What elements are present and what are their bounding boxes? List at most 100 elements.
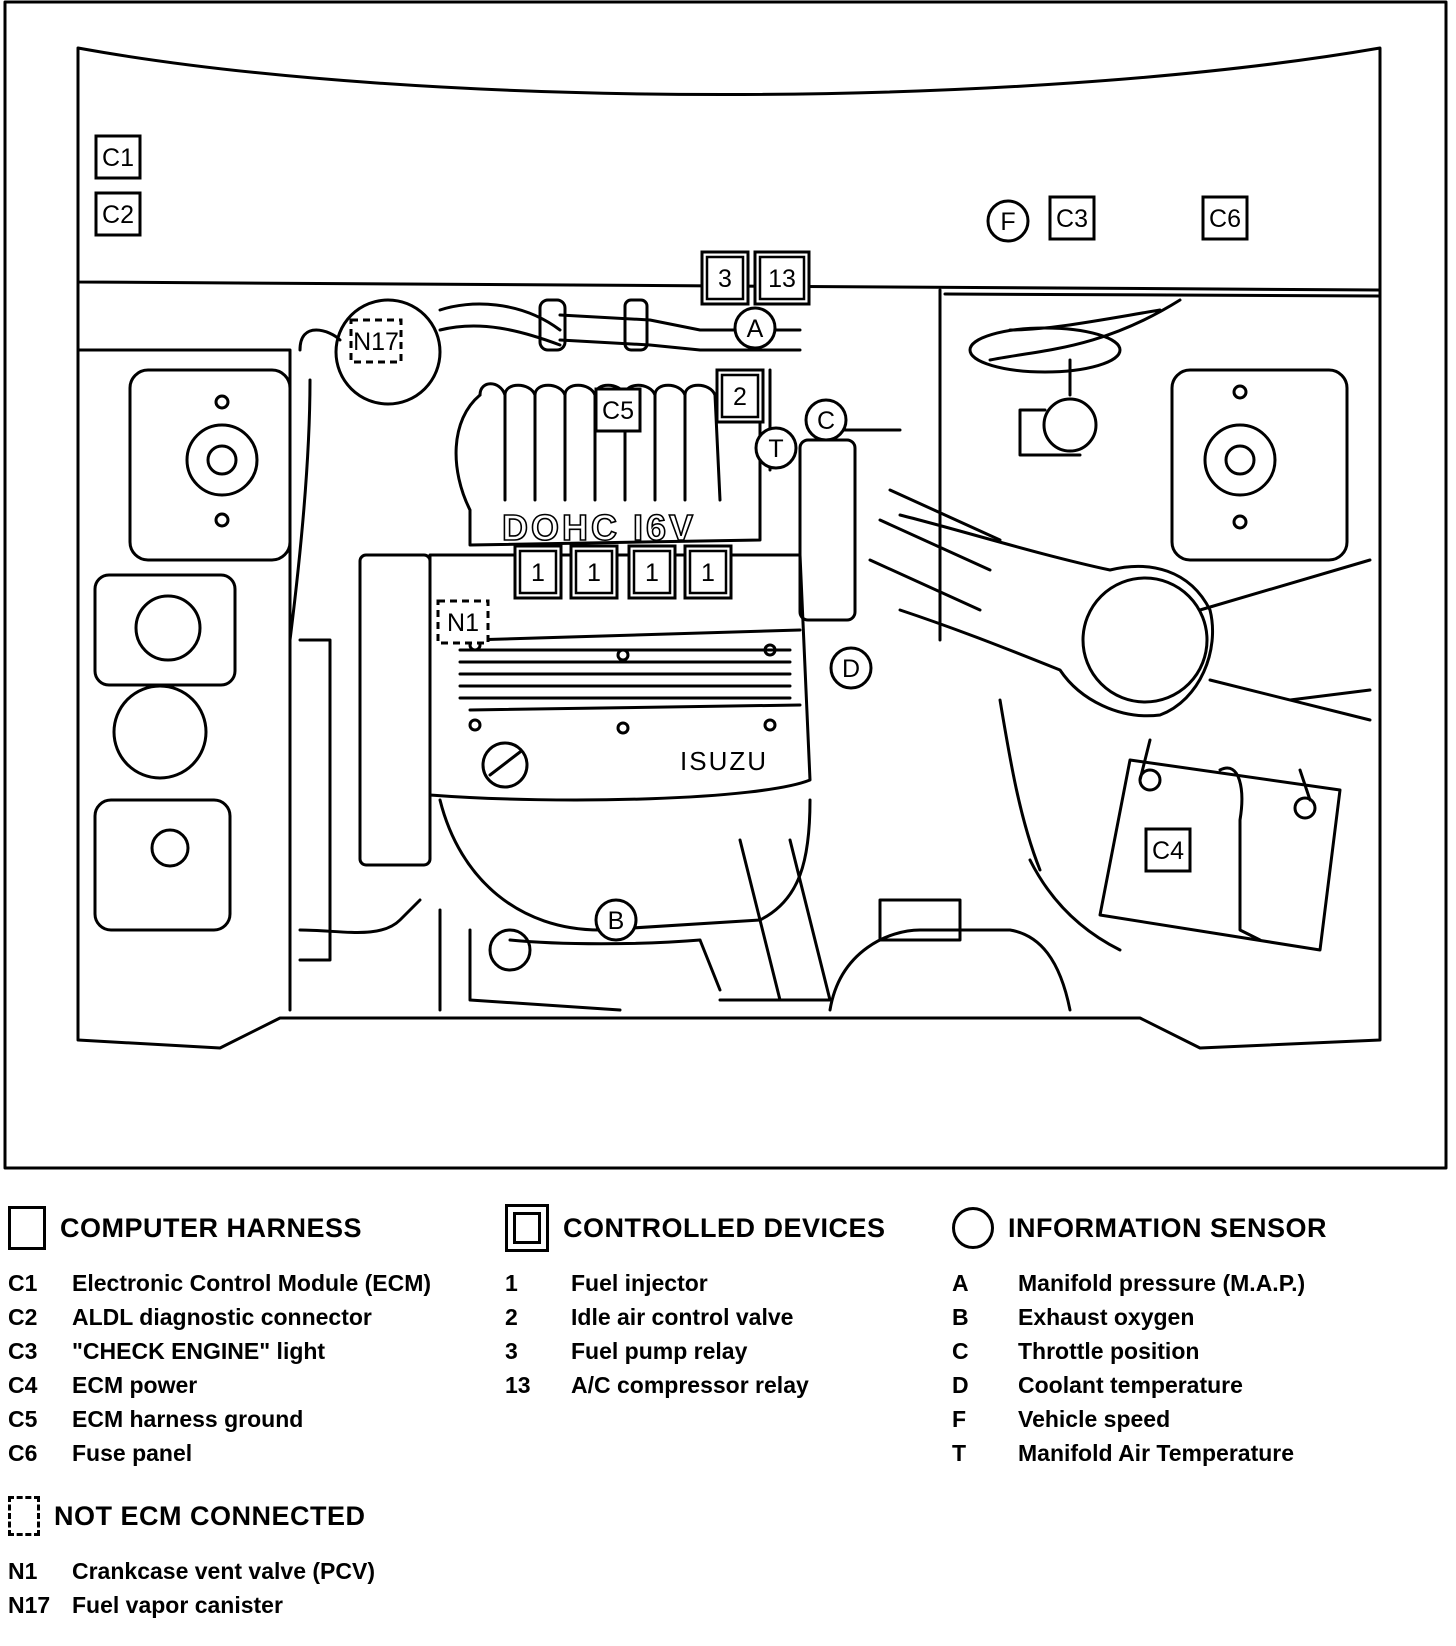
callout-n1: N1 <box>436 599 490 645</box>
legend-title: CONTROLLED DEVICES <box>563 1212 886 1243</box>
legend-label: "CHECK ENGINE" light <box>72 1337 326 1364</box>
legend-label: Fuel pump relay <box>571 1337 748 1364</box>
legend-code: N17 <box>8 1591 51 1618</box>
hood-outline <box>76 46 1382 292</box>
legend-label: Exhaust oxygen <box>1018 1303 1195 1330</box>
legend-item: 2 Idle air control valve <box>505 1300 886 1334</box>
left-strut-tower <box>128 368 292 562</box>
legend-label: Coolant temperature <box>1018 1371 1243 1398</box>
legend-label: Manifold pressure (M.A.P.) <box>1018 1269 1306 1296</box>
dashed-box-icon <box>8 1496 40 1536</box>
legend-code: T <box>952 1439 967 1466</box>
legend-item: N17 Fuel vapor canister <box>8 1588 431 1622</box>
legend-title: INFORMATION SENSOR <box>1008 1212 1327 1243</box>
legend-item: C3"CHECK ENGINE" light <box>8 1334 431 1368</box>
legend-code: 1 <box>505 1269 518 1296</box>
engine-cover-text: DOHC I6V <box>502 507 696 548</box>
cam-cover <box>428 553 812 802</box>
callout-label: T <box>768 435 783 463</box>
right-strut-tower <box>1170 368 1349 562</box>
callout-1: 1 <box>627 544 677 600</box>
legend-code: N1 <box>8 1557 38 1584</box>
legend-label: ECM harness ground <box>72 1405 304 1432</box>
legend-item: C6 Fuse panel <box>8 1436 431 1470</box>
legend-computer-harness: COMPUTER HARNESS C1 Electronic Control Mo… <box>8 1200 431 1622</box>
legend-label: Fuse panel <box>72 1439 193 1466</box>
legend-code: 13 <box>505 1371 531 1398</box>
callout-label: N17 <box>353 328 399 356</box>
legend-label: Vehicle speed <box>1018 1405 1171 1432</box>
callout-label: 13 <box>768 265 796 293</box>
callout-1: 1 <box>569 544 619 600</box>
callout-label: D <box>842 655 860 683</box>
legend-list: N1 Crankcase vent valve (PCV) N17 Fuel vapo… <box>8 1554 431 1622</box>
callout-f: F <box>986 199 1030 243</box>
callout-label: C6 <box>1209 205 1241 233</box>
callout-label: C4 <box>1152 837 1184 865</box>
callout-label: 1 <box>587 559 601 587</box>
legend-item: F Vehicle speed <box>952 1402 1327 1436</box>
legend-code: C6 <box>8 1439 38 1466</box>
air-cleaner <box>1081 576 1209 704</box>
callout-1: 1 <box>513 544 563 600</box>
diagram-frame <box>3 0 1448 1170</box>
legend-item: T Manifold Air Temperature <box>952 1436 1327 1470</box>
callout-t: T <box>754 426 798 470</box>
canister-body <box>334 298 442 406</box>
legend-label: Fuel vapor canister <box>72 1591 283 1618</box>
washer-reservoir <box>93 798 232 932</box>
coolant-reservoir <box>93 573 237 687</box>
callout-label: C5 <box>602 397 634 425</box>
callout-label: 1 <box>645 559 659 587</box>
double-box-icon <box>505 1204 549 1252</box>
iac-body <box>1042 397 1098 453</box>
legend-code: F <box>952 1405 967 1432</box>
callout-label: F <box>1000 208 1015 236</box>
intake-plenum <box>478 382 722 502</box>
legend-label: Manifold Air Temperature <box>1018 1439 1295 1466</box>
legend-label: ECM power <box>72 1371 198 1398</box>
legend-code: C1 <box>8 1269 38 1296</box>
callout-d: D <box>829 646 873 690</box>
air-intake-tube <box>898 513 1215 718</box>
callout-label: A <box>747 315 764 343</box>
callout-2: 2 <box>715 368 765 424</box>
legend-code: 2 <box>505 1303 518 1330</box>
legend-label: Electronic Control Module (ECM) <box>72 1269 432 1296</box>
callout-b: B <box>594 898 638 942</box>
legend-title: COMPUTER HARNESS <box>60 1212 363 1243</box>
callout-c1: C1 <box>94 134 142 180</box>
callout-label: C2 <box>102 201 134 229</box>
callout-label: C3 <box>1056 205 1088 233</box>
callout-n17: N17 <box>349 318 403 364</box>
brake-reservoir <box>112 684 208 780</box>
callout-c6: C6 <box>1201 195 1249 241</box>
oil-filler-cap <box>481 741 529 789</box>
legend-label: Crankcase vent valve (PCV) <box>72 1557 375 1584</box>
callout-a: A <box>733 306 777 350</box>
legend-label: ALDL diagnostic connector <box>72 1303 372 1330</box>
battery <box>1098 758 1342 952</box>
legend-label: Throttle position <box>1018 1337 1200 1364</box>
legend-label: Idle air control valve <box>571 1303 794 1330</box>
legend-code: C4 <box>8 1371 38 1398</box>
legend-item: C1 Electronic Control Module (ECM) <box>8 1266 431 1300</box>
legend-item: C Throttle position <box>952 1334 1327 1368</box>
legend-code: C <box>952 1337 969 1364</box>
callout-label: C1 <box>102 144 134 172</box>
callout-label: N1 <box>447 609 479 637</box>
callout-label: B <box>608 907 625 935</box>
callout-label: 2 <box>733 383 747 411</box>
